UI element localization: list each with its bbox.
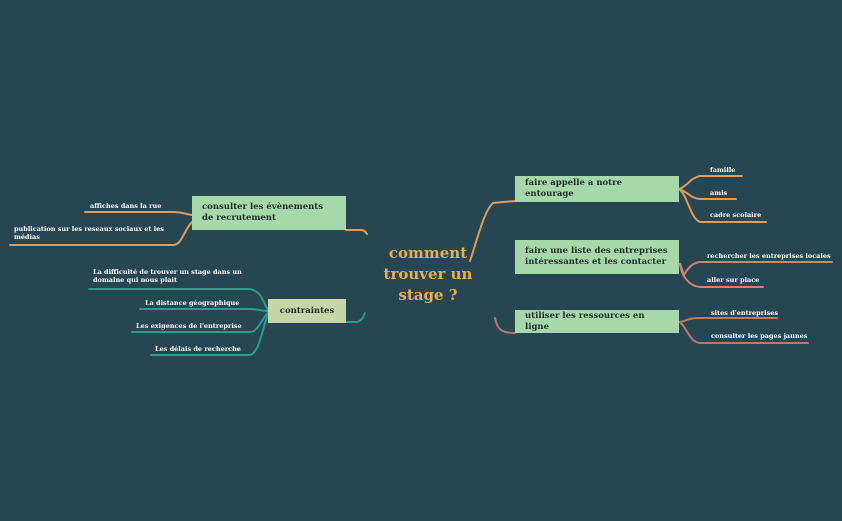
subtopic-difficulte[interactable]: La difficulté de trouver un stage dans u…: [93, 268, 242, 284]
subtopic-publication[interactable]: publication sur les reseaux sociaux et l…: [14, 225, 164, 241]
connector-distance: [139, 308, 269, 312]
connector-entourage: [469, 200, 516, 262]
central-topic-line-1: comment: [388, 244, 468, 262]
connector-entreprises-locales: [679, 263, 764, 288]
connector-contraintes: [345, 312, 366, 323]
connector-cadre-scolaire: [678, 188, 767, 223]
subtopic-cadre-scolaire[interactable]: cadre scolaire: [710, 211, 762, 219]
topic-liste[interactable]: faire une liste des entreprises intéress…: [515, 240, 679, 274]
connector-exigences: [131, 312, 269, 333]
subtopic-delais[interactable]: Les délais de recherche: [155, 345, 241, 353]
topic-contraintes[interactable]: contraintes: [268, 299, 346, 323]
subtopic-sites-entreprises[interactable]: sites d'entreprises: [711, 309, 779, 317]
subtopic-famille[interactable]: famille: [710, 166, 736, 174]
connector-evenements: [345, 229, 368, 235]
connector-liste: [679, 261, 833, 278]
subtopic-distance[interactable]: La distance géographique: [145, 299, 240, 307]
topic-ressources[interactable]: utiliser les ressources en ligne: [515, 310, 679, 333]
central-topic-line-3: stage ?: [398, 286, 458, 304]
connector-affiches: [84, 211, 193, 216]
connector-amis: [678, 188, 737, 200]
subtopic-affiches[interactable]: affiches dans la rue: [90, 202, 162, 210]
topic-evenements-label: consulter les évènements de recrutement: [202, 202, 324, 223]
topic-contraintes-label: contraintes: [279, 305, 335, 316]
subtopic-entreprises-locales[interactable]: rechercher les entreprises locales: [707, 252, 831, 260]
topic-entourage-label: faire appelle a notre entourage: [525, 178, 622, 199]
subtopic-pages-jaunes[interactable]: consulter les pages jaunes: [711, 332, 808, 340]
subtopic-amis[interactable]: amis: [710, 189, 728, 197]
connector-sites: [679, 317, 778, 323]
connector-difficulte: [88, 288, 269, 311]
topic-entourage[interactable]: faire appelle a notre entourage: [515, 176, 679, 202]
central-topic[interactable]: comment trouver un stage ?: [368, 243, 488, 306]
connector-famille: [678, 175, 743, 190]
connector-ressources: [494, 317, 516, 334]
connector-pages-jaunes: [679, 321, 809, 344]
subtopic-aller-sur-place[interactable]: aller sur place: [707, 276, 760, 284]
connector-delais: [150, 314, 269, 356]
connector-publication: [9, 221, 193, 246]
topic-ressources-label: utiliser les ressources en ligne: [525, 310, 645, 332]
central-topic-line-2: trouver un: [383, 265, 473, 283]
topic-evenements[interactable]: consulter les évènements de recrutement: [192, 196, 346, 230]
topic-liste-label: faire une liste des entreprises intéress…: [525, 246, 668, 267]
subtopic-exigences[interactable]: Les exigences de l'entreprise: [136, 322, 242, 330]
